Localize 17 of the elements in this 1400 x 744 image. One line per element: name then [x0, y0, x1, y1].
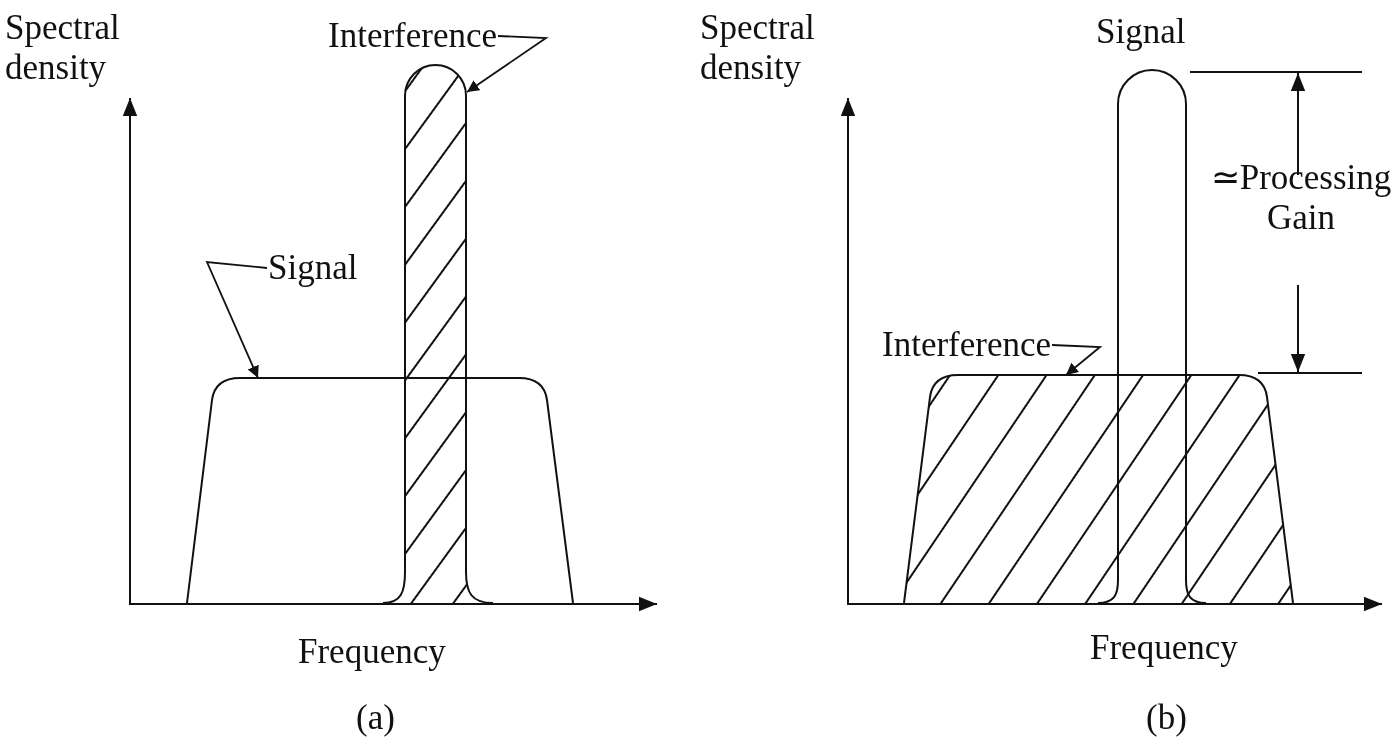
leader-line	[205, 260, 268, 379]
panel-label: (a)	[356, 698, 396, 738]
axis-label: Spectral density	[700, 8, 816, 88]
axis-label: Frequency	[1090, 628, 1239, 668]
dimension-label: ≃Processing Gain	[1209, 158, 1393, 238]
axis-label: Spectral density	[5, 8, 121, 88]
callout-label: Interference	[882, 325, 1052, 365]
axis-label: Frequency	[298, 632, 447, 672]
callout-label: Interference	[328, 16, 498, 56]
callout-label: Signal	[268, 248, 358, 288]
leader-line	[1051, 344, 1103, 376]
interference-band-curve	[383, 62, 493, 605]
signal-spectrum-curve	[185, 376, 577, 605]
leader-line	[466, 35, 549, 93]
interference-spectrum-curve	[902, 373, 1297, 605]
signal-label: Signal	[1096, 12, 1187, 52]
panel-label: (b)	[1146, 698, 1188, 738]
